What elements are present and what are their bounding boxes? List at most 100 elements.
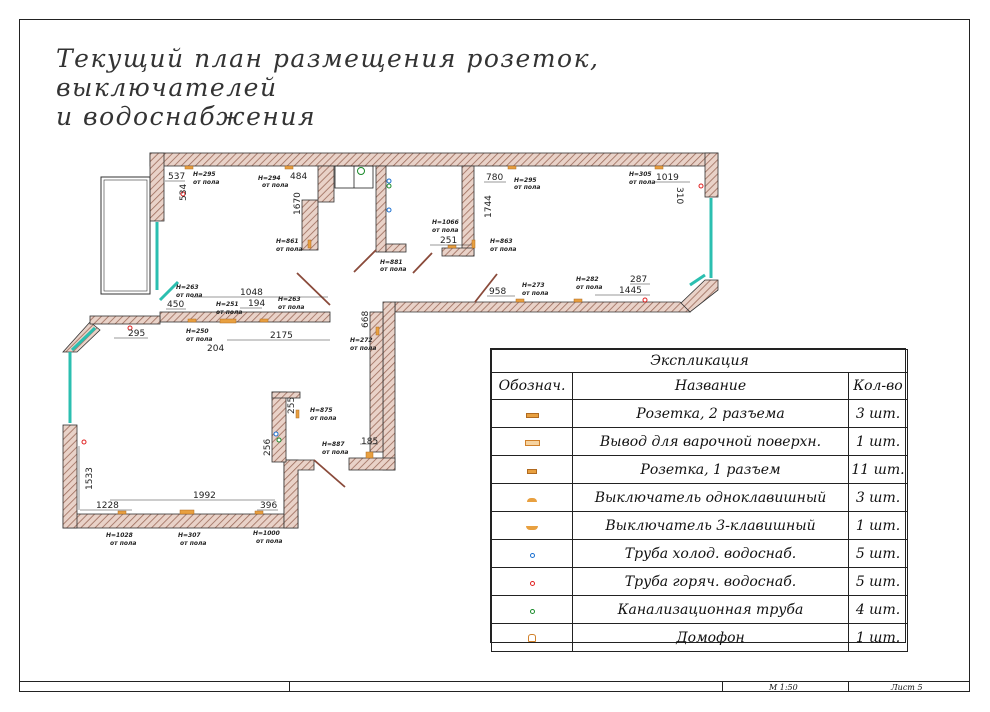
wall-bath-bottom	[385, 243, 407, 253]
wall-corridor-left	[369, 311, 384, 453]
socket-icon	[219, 318, 237, 324]
svg-text:от пола: от пола	[576, 284, 602, 291]
row-name: Труба холод. водоснаб.	[572, 539, 849, 568]
svg-text:H=881: H=881	[380, 259, 403, 266]
svg-text:от пола: от пола	[216, 309, 242, 316]
room-lines	[334, 165, 374, 189]
wall-left-lower	[62, 424, 78, 529]
sewer-pipe-icon	[276, 437, 282, 443]
title-line-1: Текущий план размещения розеток, выключа…	[56, 44, 600, 102]
balcony-frame	[100, 176, 151, 295]
dim-label: 1048	[240, 288, 263, 298]
row-name: Вывод для варочной поверхн.	[572, 427, 849, 456]
row-name: Труба горяч. водоснаб.	[572, 567, 849, 596]
socket-icon	[184, 165, 194, 170]
row-name: Домофон	[572, 623, 849, 652]
wall-bath-bottom2	[441, 247, 475, 257]
socket-double-icon	[491, 399, 573, 428]
table-row: Выключатель 3-клавишный 1 шт.	[491, 511, 909, 540]
dim-label: 185	[361, 437, 378, 447]
svg-text:H=863: H=863	[490, 238, 513, 245]
title-block: М 1:50 Лист 5	[19, 681, 970, 692]
svg-text:от пола: от пола	[193, 179, 219, 186]
svg-text:H=1066: H=1066	[432, 219, 459, 226]
wall-left-upper	[149, 152, 165, 222]
socket-icon	[187, 318, 197, 323]
hot-water-pipe-icon	[81, 439, 87, 445]
socket-icon	[259, 318, 269, 323]
socket-icon	[515, 298, 525, 303]
svg-text:H=294: H=294	[258, 175, 281, 182]
hot-water-pipe-icon	[491, 567, 573, 596]
socket-icon	[284, 165, 294, 170]
scale-label: М 1:50	[769, 683, 798, 692]
dim-label: 295	[128, 329, 145, 339]
explication-caption: Экспликация	[490, 349, 909, 373]
table-row: Розетка, 2 разъема 3 шт.	[491, 399, 909, 428]
socket-icon	[507, 165, 517, 170]
socket-icon	[375, 326, 380, 336]
sewer-pipe-icon	[491, 595, 573, 624]
svg-text:от пола: от пола	[256, 538, 282, 545]
dim-label: 1670	[293, 192, 303, 215]
svg-text:от пола: от пола	[490, 246, 516, 253]
hot-water-pipe-icon	[180, 191, 186, 197]
sheet-label: Лист 5	[891, 683, 923, 692]
window-left-diag	[70, 326, 97, 352]
hot-water-pipe-icon	[127, 325, 133, 331]
svg-text:H=295: H=295	[193, 171, 216, 178]
door-4	[474, 273, 498, 303]
row-name: Канализационная труба	[572, 595, 849, 624]
dim-label: 310	[674, 187, 684, 204]
dim-label: 255	[287, 397, 297, 414]
wall-partition-mid	[159, 311, 331, 323]
wall-right-step	[283, 459, 315, 529]
wall-inner-stub	[271, 391, 287, 463]
svg-text:H=251: H=251	[216, 301, 239, 308]
svg-text:от пола: от пола	[310, 415, 336, 422]
row-name: Розетка, 1 разъем	[572, 455, 849, 484]
svg-text:H=1028: H=1028	[106, 532, 133, 539]
dim-label: 1445	[619, 286, 642, 296]
cold-water-pipe-icon	[273, 431, 279, 437]
wall-right	[704, 152, 719, 198]
dim-label: 396	[260, 501, 277, 511]
svg-text:от пола: от пола	[262, 182, 288, 189]
wall-left-diag	[62, 321, 101, 353]
table-row: Канализационная труба 4 шт.	[491, 595, 909, 624]
door-1	[296, 272, 331, 306]
svg-text:H=1000: H=1000	[253, 530, 280, 537]
svg-text:H=263: H=263	[176, 284, 199, 291]
page-title: Текущий план размещения розеток, выключа…	[56, 44, 776, 131]
dim-label: 1992	[193, 491, 216, 501]
row-qty: 1 шт.	[847, 427, 909, 456]
wall-bath-left	[301, 199, 319, 251]
stamp-divider	[722, 682, 723, 692]
row-qty: 4 шт.	[847, 595, 909, 624]
hot-water-pipe-icon	[642, 297, 648, 303]
row-name: Розетка, 2 разъема	[572, 399, 849, 428]
balcony-inner	[103, 179, 148, 292]
row-qty: 1 шт.	[847, 511, 909, 540]
row-qty: 11 шт.	[847, 455, 909, 484]
explication-table: Экспликация Обознач. Название Кол-во Роз…	[490, 348, 909, 652]
cold-water-pipe-icon	[386, 207, 392, 213]
stamp-divider	[848, 682, 849, 692]
svg-text:от пола: от пола	[180, 540, 206, 547]
dim-label: 194	[248, 299, 265, 309]
row-name: Выключатель 3-клавишный	[572, 511, 849, 540]
svg-text:H=250: H=250	[186, 328, 209, 335]
svg-text:от пола: от пола	[186, 336, 212, 343]
header-qty: Кол-во	[847, 372, 909, 400]
doors	[296, 249, 498, 488]
cold-water-pipe-icon	[491, 539, 573, 568]
svg-text:от пола: от пола	[176, 292, 202, 299]
walls	[62, 152, 719, 529]
